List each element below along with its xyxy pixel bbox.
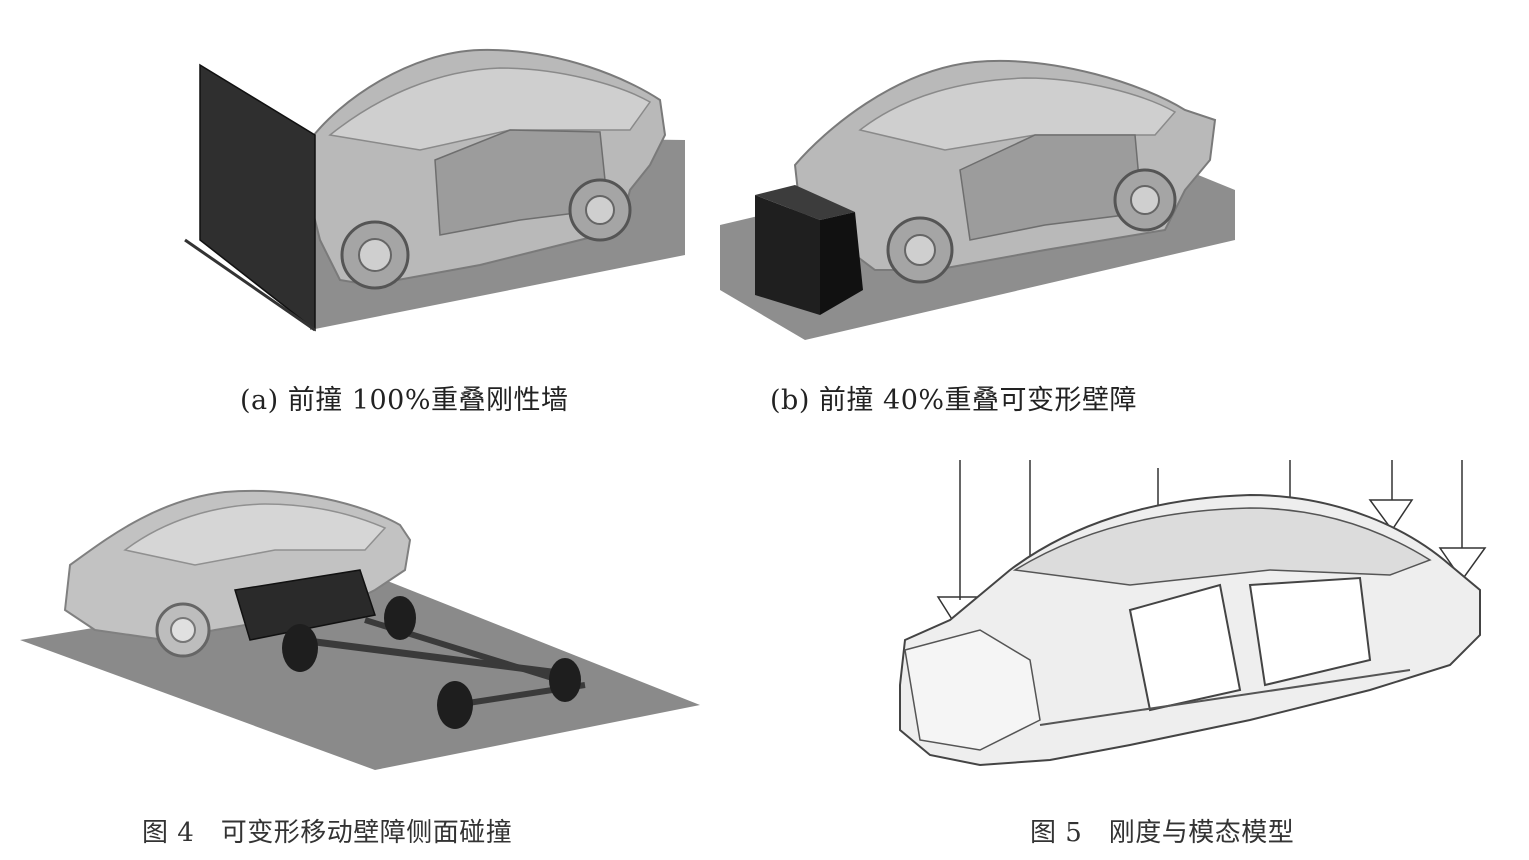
door-opening [1128, 583, 1242, 712]
barrier-top-face [755, 185, 855, 220]
support-triangle [1368, 499, 1414, 532]
caption-a: (a) 前撞 100%重叠刚性墙 [240, 385, 569, 416]
figure-5-caption: 图 5 刚度与模态模型 [1030, 818, 1295, 848]
rear-wheel-hub [1130, 185, 1160, 215]
panel-b-deformable-barrier [715, 40, 1245, 345]
car-roof [328, 67, 652, 151]
trolley-wheel [549, 658, 581, 702]
car-roof [123, 503, 387, 566]
caption-b: (b) 前撞 40%重叠可变形壁障 [770, 385, 1138, 416]
front-structure [904, 629, 1041, 751]
panel-a-rigid-wall [180, 40, 700, 340]
figure-5-stiffness-model [890, 460, 1500, 780]
figure-4-caption: 图 4 可变形移动壁障侧面碰撞 [142, 818, 513, 848]
front-wheel-hub [904, 234, 936, 266]
trolley-wheel [282, 624, 318, 672]
support-triangle [1438, 547, 1487, 582]
trolley-wheel [437, 681, 473, 729]
trolley-wheel [384, 596, 416, 640]
front-wheel-hub [170, 617, 196, 643]
roof-panel [1012, 507, 1432, 586]
door-opening [1248, 576, 1372, 687]
barrier-side-face [820, 212, 863, 315]
wall-base [184, 238, 316, 332]
car-roof [858, 77, 1177, 151]
sill [1039, 669, 1411, 726]
barrier-front-face [755, 195, 820, 315]
rear-wheel-hub [585, 195, 615, 225]
front-wheel-hub [358, 238, 392, 272]
figure-4-side-impact [15, 480, 705, 775]
moving-barrier [234, 569, 376, 641]
